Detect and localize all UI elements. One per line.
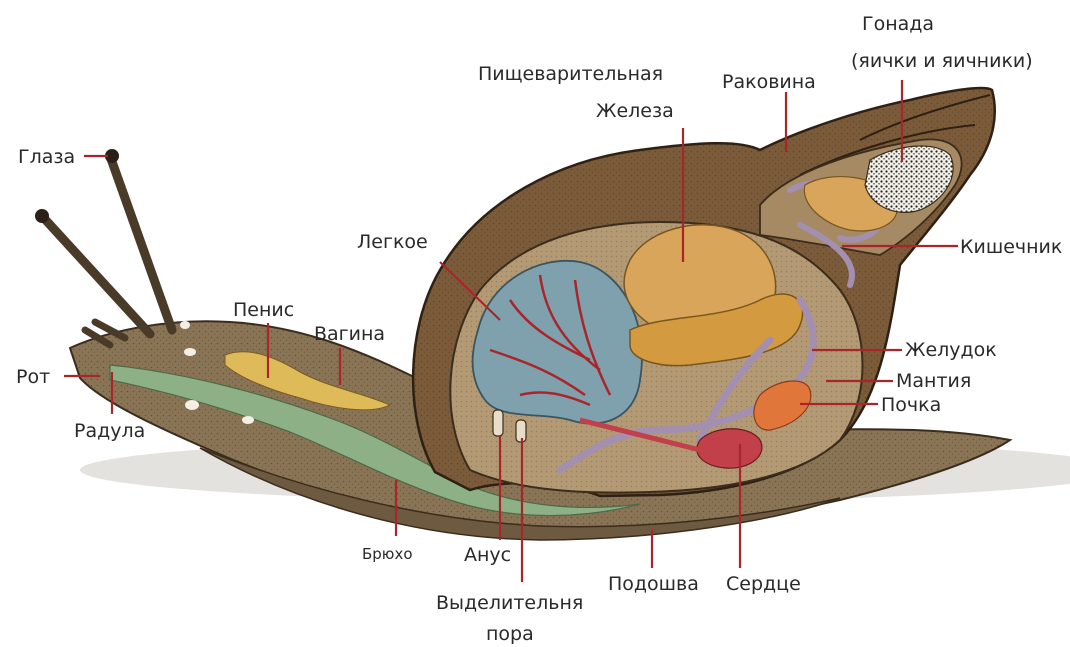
label-mantle: Мантия — [896, 370, 971, 392]
label-lung: Легкое — [357, 231, 428, 253]
label-heart: Сердце — [726, 573, 801, 595]
label-digestive-gland-line2: Железа — [596, 100, 674, 122]
label-vagina: Вагина — [314, 323, 385, 345]
anus-tube — [493, 410, 503, 436]
label-excretory-pore-line2: пора — [486, 623, 534, 645]
label-stomach: Желудок — [905, 339, 997, 361]
label-mouth: Рот — [16, 366, 50, 388]
label-belly: Брюхо — [362, 545, 413, 563]
label-eyes: Глаза — [18, 146, 75, 168]
label-anus: Анус — [464, 544, 511, 566]
label-excretory-pore-line1: Выделительня — [436, 592, 583, 614]
label-shell: Раковина — [722, 71, 816, 93]
body-pore — [185, 400, 199, 410]
heart — [697, 429, 762, 468]
label-gonad-line1: Гонада — [862, 13, 934, 35]
body-pore — [242, 416, 254, 424]
eye-dot-2 — [35, 209, 49, 223]
body-pore — [184, 348, 196, 356]
label-intestine: Кишечник — [960, 236, 1062, 258]
label-digestive-gland-line1: Пищеварительная — [478, 63, 663, 85]
label-gonad-line2: (яички и яичники) — [851, 50, 1033, 72]
label-sole: Подошва — [608, 573, 699, 595]
label-penis: Пенис — [233, 299, 294, 321]
label-kidney: Почка — [881, 394, 941, 416]
label-radula: Радула — [74, 420, 145, 442]
body-pore — [180, 321, 190, 329]
